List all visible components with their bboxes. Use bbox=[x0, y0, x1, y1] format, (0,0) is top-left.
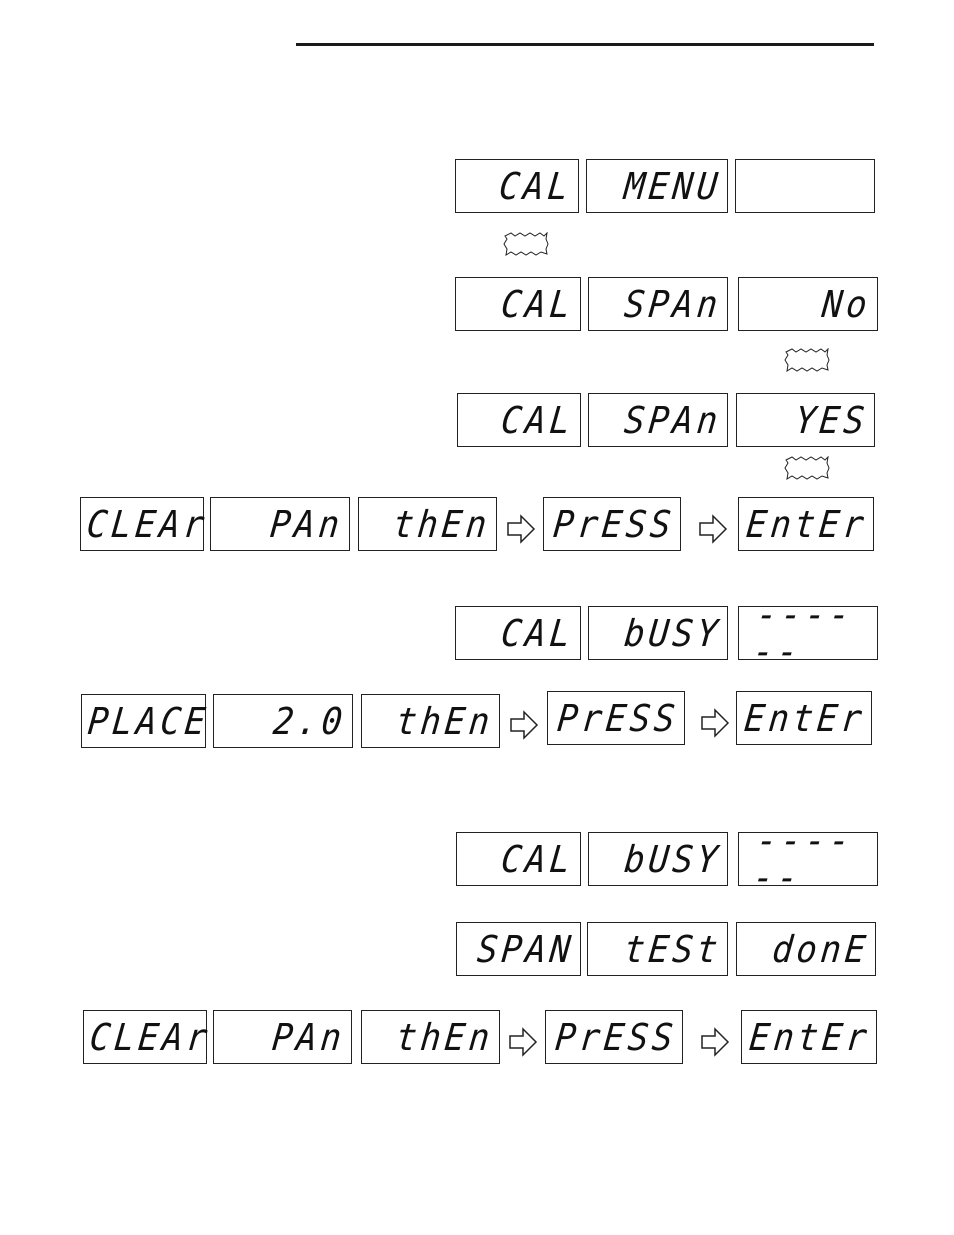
lcd-text: ------ bbox=[752, 822, 875, 896]
lcd-display: PrESS bbox=[547, 691, 685, 745]
lcd-display: PLACE bbox=[81, 694, 206, 748]
lcd-text: PrESS bbox=[551, 506, 675, 543]
lcd-text: CAL bbox=[498, 168, 574, 205]
lcd-display: CAL bbox=[457, 393, 581, 447]
lcd-display: CLEAr bbox=[83, 1010, 207, 1064]
lcd-display: ------ bbox=[738, 832, 878, 886]
lcd-text: donE bbox=[771, 931, 871, 968]
lcd-text: ------ bbox=[752, 596, 875, 670]
lcd-text: bUSY bbox=[623, 615, 723, 652]
lcd-text: CAL bbox=[500, 841, 576, 878]
flash-burst-icon bbox=[784, 348, 830, 372]
lcd-display: YES bbox=[736, 393, 875, 447]
lcd-text: bUSY bbox=[623, 841, 723, 878]
lcd-text: PLACE bbox=[86, 703, 210, 740]
lcd-text: EntEr bbox=[742, 700, 866, 737]
right-arrow-outline-icon bbox=[509, 710, 539, 740]
lcd-display bbox=[735, 159, 875, 213]
flash-burst-icon bbox=[503, 232, 549, 256]
lcd-text: thEn bbox=[395, 1019, 495, 1056]
lcd-display: 2.0 bbox=[213, 694, 353, 748]
lcd-text: CAL bbox=[500, 286, 576, 323]
lcd-display: thEn bbox=[358, 497, 497, 551]
right-arrow-outline-icon bbox=[698, 514, 728, 544]
lcd-text: EntEr bbox=[747, 1019, 871, 1056]
lcd-text: PrESS bbox=[555, 700, 679, 737]
right-arrow-outline-icon bbox=[700, 708, 730, 738]
lcd-text: CLEAr bbox=[88, 1019, 212, 1056]
lcd-display: CLEAr bbox=[80, 497, 204, 551]
lcd-display: SPAn bbox=[588, 393, 728, 447]
lcd-display: PAn bbox=[210, 497, 350, 551]
lcd-display: thEn bbox=[361, 1010, 500, 1064]
lcd-text: tESt bbox=[623, 931, 723, 968]
lcd-display: PrESS bbox=[543, 497, 681, 551]
lcd-display: SPAn bbox=[588, 277, 728, 331]
lcd-display: thEn bbox=[361, 694, 500, 748]
lcd-display: bUSY bbox=[588, 832, 728, 886]
right-arrow-outline-icon bbox=[700, 1027, 730, 1057]
lcd-text: CAL bbox=[500, 615, 576, 652]
lcd-display: PAn bbox=[213, 1010, 352, 1064]
header-rule bbox=[296, 43, 874, 46]
lcd-display: EntEr bbox=[741, 1010, 877, 1064]
lcd-display: EntEr bbox=[738, 497, 874, 551]
lcd-text: YES bbox=[794, 402, 870, 439]
lcd-text: SPAn bbox=[623, 286, 723, 323]
right-arrow-outline-icon bbox=[506, 514, 536, 544]
lcd-text: MENU bbox=[623, 168, 723, 205]
lcd-display: donE bbox=[736, 922, 876, 976]
lcd-text: SPAn bbox=[623, 402, 723, 439]
lcd-display: CAL bbox=[455, 277, 581, 331]
lcd-display: CAL bbox=[455, 159, 579, 213]
lcd-display: CAL bbox=[455, 606, 581, 660]
flash-burst-icon bbox=[784, 456, 830, 480]
lcd-text: PAn bbox=[271, 1019, 347, 1056]
lcd-display: CAL bbox=[456, 832, 581, 886]
right-arrow-outline-icon bbox=[508, 1027, 538, 1057]
lcd-display: EntEr bbox=[736, 691, 872, 745]
lcd-text: EntEr bbox=[744, 506, 868, 543]
lcd-text: CAL bbox=[500, 402, 576, 439]
lcd-display: tESt bbox=[587, 922, 728, 976]
lcd-text: thEn bbox=[392, 506, 492, 543]
lcd-display: No bbox=[738, 277, 878, 331]
lcd-text: CLEAr bbox=[85, 506, 209, 543]
lcd-text: thEn bbox=[395, 703, 495, 740]
lcd-text: SPAN bbox=[476, 931, 576, 968]
lcd-text: 2.0 bbox=[272, 703, 348, 740]
lcd-display: MENU bbox=[586, 159, 728, 213]
lcd-display: bUSY bbox=[588, 606, 728, 660]
lcd-display: ------ bbox=[738, 606, 878, 660]
lcd-text: No bbox=[821, 286, 873, 323]
lcd-display: SPAN bbox=[456, 922, 581, 976]
lcd-text: PrESS bbox=[553, 1019, 677, 1056]
lcd-display: PrESS bbox=[545, 1010, 683, 1064]
lcd-text: PAn bbox=[269, 506, 345, 543]
